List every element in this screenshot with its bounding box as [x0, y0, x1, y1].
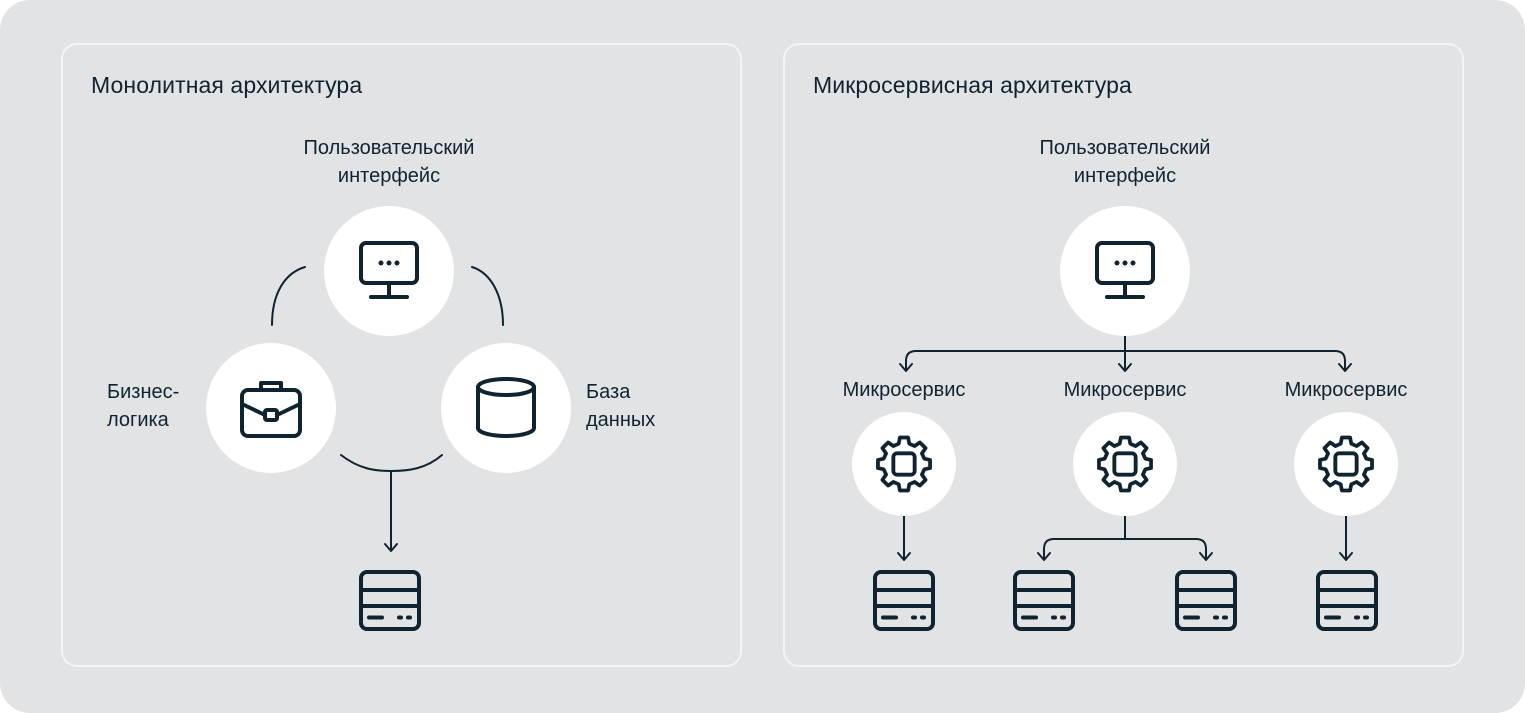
- gear-icon: [1097, 435, 1153, 493]
- server-icon: [1013, 570, 1075, 631]
- monolith-panel: Монолитная архитектура Пользовательский …: [61, 43, 742, 667]
- monitor-icon: [1095, 241, 1155, 299]
- arrow-head-s2-left: [1037, 552, 1051, 561]
- arc-logic-db: [340, 454, 443, 472]
- arrow-head-left: [899, 363, 913, 372]
- microservice-ui-label: Пользовательский интерфейс: [1039, 137, 1211, 187]
- microservice-label-1: Микросервис: [842, 379, 966, 401]
- server-icon: [1175, 570, 1237, 631]
- microservice-connectors: [897, 335, 1353, 561]
- microservice-ui-node: [1060, 206, 1190, 336]
- arrow-head-center: [1118, 363, 1132, 372]
- arrow-head-to-storage: [384, 543, 398, 552]
- arc-ui-db: [471, 266, 504, 326]
- monolith-db-node: [441, 343, 571, 473]
- arrow-head-s1: [897, 552, 911, 561]
- microservice-node-3: [1294, 412, 1398, 516]
- monolith-title: Монолитная архитектура: [91, 72, 363, 98]
- server-icon: [359, 570, 421, 631]
- microservice-title: Микросервисная архитектура: [813, 72, 1132, 98]
- microservice-label-2: Микросервис: [1063, 379, 1187, 401]
- arrow-head-s2-right: [1199, 552, 1213, 561]
- arc-logic-ui: [271, 266, 306, 326]
- arrow-head-s3: [1339, 552, 1353, 561]
- monitor-icon: [359, 241, 419, 299]
- microservice-label-3: Микросервис: [1284, 379, 1408, 401]
- server-icon: [1316, 570, 1378, 631]
- monolith-logic-node: [206, 343, 336, 473]
- monolith-ui-node: [324, 206, 454, 336]
- monolith-db-label: База данных: [586, 381, 656, 431]
- microservice-panel: Микросервисная архитектура Пользовательс…: [783, 43, 1464, 667]
- briefcase-icon: [240, 381, 302, 438]
- microservice-node-2: [1073, 412, 1177, 516]
- server-icon: [873, 570, 935, 631]
- gear-icon: [876, 435, 932, 493]
- monolith-connectors: [271, 266, 504, 552]
- branch-to-services: [905, 350, 1346, 371]
- monolith-logic-label: Бизнес- логика: [107, 381, 180, 431]
- database-icon: [476, 377, 536, 438]
- service2-branch: [1043, 538, 1207, 560]
- arrow-head-right: [1338, 363, 1352, 372]
- monolith-ui-label: Пользовательский интерфейс: [303, 137, 475, 187]
- gear-icon: [1318, 435, 1374, 493]
- microservice-node-1: [852, 412, 956, 516]
